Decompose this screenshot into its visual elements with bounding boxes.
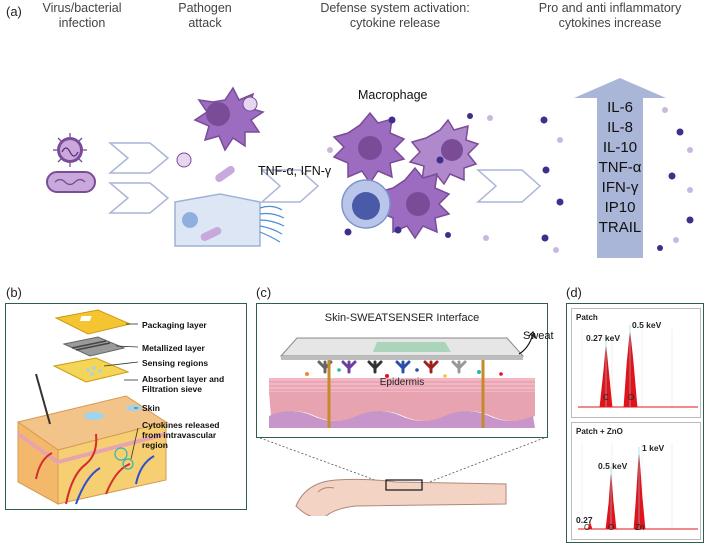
layer-label: Cytokines released from intravascular re…	[142, 420, 220, 450]
cytokine-item: IL-10	[602, 139, 638, 156]
cytokine-item: TNF-α	[598, 159, 642, 176]
patch-location-icon	[385, 479, 423, 491]
chevron-arrow-icon	[107, 182, 170, 214]
macrophage-icon	[176, 86, 265, 168]
cytokine-item: IFN-γ	[601, 179, 639, 196]
forearm-icon	[295, 478, 507, 516]
peak-label: 0.27	[576, 515, 593, 525]
panel-d-label: (d)	[566, 285, 582, 300]
macrophage-label: Macrophage	[358, 88, 428, 102]
macrophage-icon	[332, 111, 406, 185]
signal-label: TNF-α, IFN-γ	[258, 164, 332, 178]
cytokine-dots	[327, 107, 693, 253]
absorbent-layer-icon	[52, 357, 130, 383]
spectrum-plot	[578, 325, 698, 408]
lymphocyte-icon	[341, 179, 391, 229]
interface-title: Skin-SWEATSENSER Interface	[324, 312, 480, 324]
packaging-layer-icon	[54, 309, 132, 335]
spectrum-chart-1: Patch 0.27 keV 0.5 keV C O	[571, 308, 701, 418]
sweat-label: Sweat	[523, 330, 554, 342]
panel-c-label: (c)	[256, 285, 272, 300]
element-label: Zn	[635, 523, 645, 532]
panel-b-label: (b)	[6, 285, 22, 300]
panel-d-box: Patch 0.27 keV 0.5 keV C O Patch + ZnO 0…	[566, 303, 704, 543]
epidermis-label: Epidermis	[379, 377, 425, 388]
element-label: C	[603, 393, 609, 402]
macrophage-icon	[408, 118, 480, 186]
spectrum-plot	[578, 443, 698, 530]
element-label: O	[628, 393, 635, 402]
peak-label: 0.27 keV	[586, 333, 621, 343]
peak-label: 0.5 keV	[632, 320, 662, 330]
layer-label: Skin	[142, 403, 160, 413]
skin-block-icon	[16, 373, 168, 505]
panel-a-label: (a)	[6, 4, 22, 19]
stage-title-infection: Virus/bacterial infection	[42, 1, 122, 30]
cytokine-list: IL-6 IL-8 IL-10 TNF-α IFN-γ IP10 TRAIL	[597, 98, 643, 238]
cytokine-item: TRAIL	[598, 219, 642, 236]
stage-title-defense: Defense system activation: cytokine rele…	[320, 1, 470, 30]
stage-title-cytokines: Pro and anti inflammatory cytokines incr…	[538, 1, 682, 30]
cytokine-item: IP10	[604, 199, 636, 216]
spectrum-title: Patch	[576, 313, 598, 322]
peak-label: 0.5 keV	[598, 461, 628, 471]
cytokine-dots	[344, 113, 694, 251]
spectrum-chart-2: Patch + ZnO 0.27 0.5 keV 1 keV C O Zn	[571, 422, 701, 540]
layer-label: Absorbent layer and Filtration sieve	[142, 374, 225, 394]
epithelial-cell-icon	[174, 165, 285, 247]
layer-label: Sensing regions	[142, 358, 209, 368]
element-label: C	[584, 523, 590, 532]
virus-icon	[53, 133, 87, 167]
panel-c-box: Skin-SWEATSENSER Interface	[256, 303, 554, 438]
chevron-arrow-icon	[260, 169, 320, 203]
layer-label: Packaging layer	[142, 320, 207, 330]
panel-a-illustration	[46, 78, 694, 258]
sensor-stack-illustration	[16, 309, 168, 505]
panel-b-box: Packaging layer Metallized layer Sensing…	[5, 303, 247, 510]
cytokine-item: IL-6	[607, 99, 633, 116]
sweat-particles	[305, 368, 503, 378]
cytokine-item: IL-8	[607, 119, 633, 136]
macrophage-icon	[377, 166, 451, 240]
peak-label: 1 keV	[642, 443, 665, 453]
layer-label: Metallized layer	[142, 343, 205, 353]
increase-arrow-icon	[574, 78, 666, 258]
bacterium-icon	[46, 171, 96, 193]
element-label: O	[608, 523, 615, 532]
chevron-arrow-icon	[107, 142, 170, 174]
stage-title-pathogen: Pathogen attack	[178, 1, 232, 30]
spectrum-title: Patch + ZnO	[576, 427, 623, 436]
wrist-illustration	[259, 437, 545, 516]
skin-interface-illustration	[269, 330, 536, 428]
chevron-arrow-icon	[476, 169, 542, 203]
